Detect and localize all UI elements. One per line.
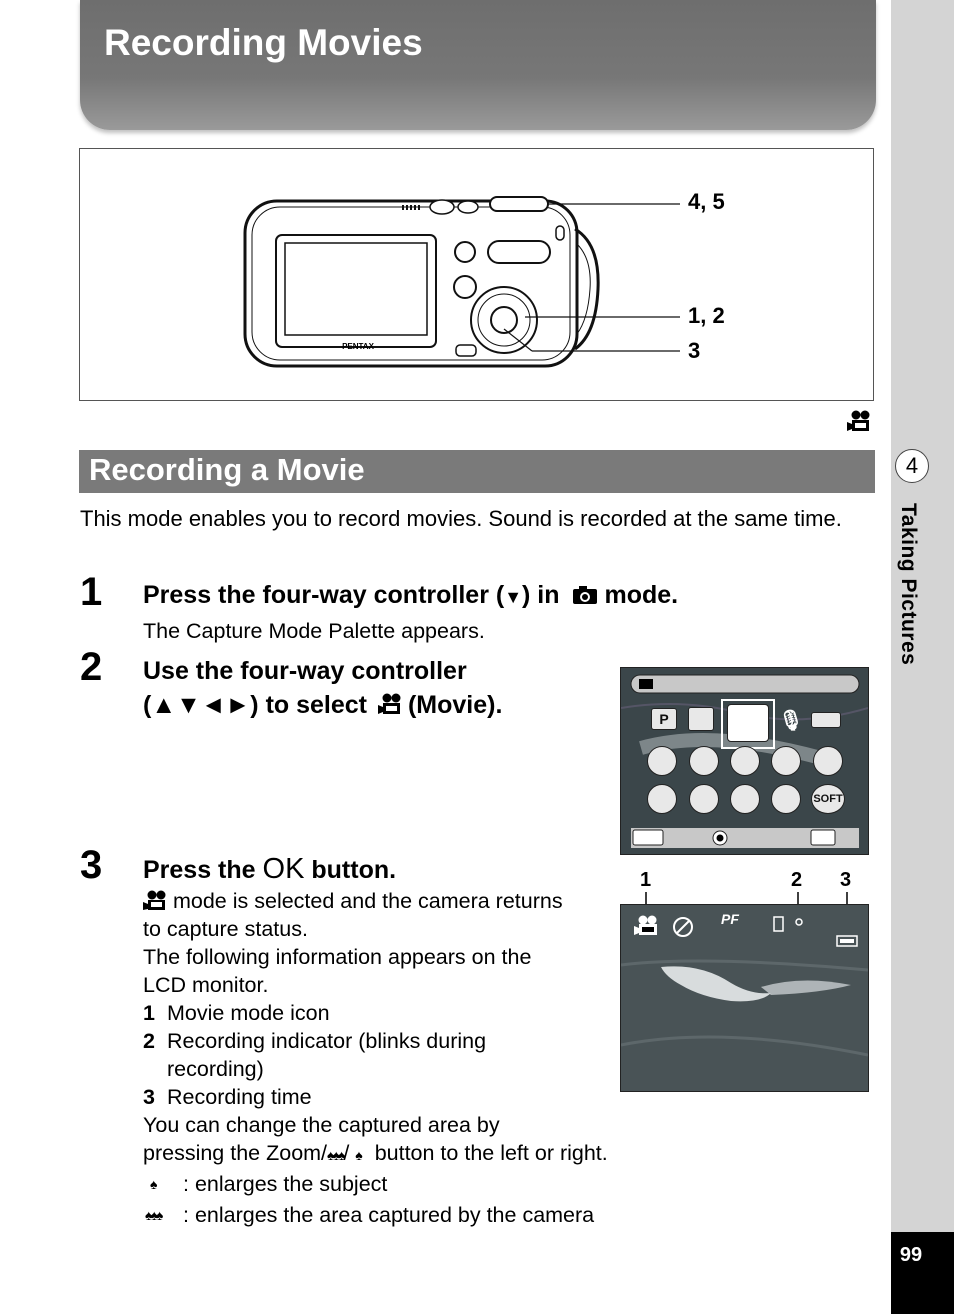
item-3-text: Recording time	[167, 1085, 312, 1109]
camera-mode-icon	[573, 586, 598, 604]
movie-capture-screen: PF	[620, 904, 869, 1092]
camera-brand: PENTAX	[342, 342, 375, 351]
program-mode-icon[interactable]: P	[651, 708, 677, 730]
sport-icon[interactable]	[647, 784, 677, 814]
camera-diagram: PENTAX 4, 5 1, 2 3	[79, 148, 874, 401]
portrait-icon[interactable]	[730, 746, 760, 776]
title-banner: Recording Movies	[80, 0, 876, 130]
candlelight-icon[interactable]	[771, 784, 801, 814]
step-3-line-2: to capture status.	[143, 917, 308, 941]
chapter-number: 4	[895, 449, 929, 483]
voice-recording-icon[interactable]: 🎙	[778, 710, 804, 732]
pixel-tracking-icon: PF	[721, 911, 739, 927]
chapter-label: Taking Pictures	[897, 503, 920, 666]
landscape-icon[interactable]	[647, 746, 677, 776]
dolphin-photo	[621, 905, 868, 1091]
step-3-line-1: mode is selected and the camera returns	[143, 887, 563, 915]
item-2-text-cont: recording)	[167, 1057, 264, 1081]
tele-symbol-icon: ♠	[150, 1176, 158, 1192]
movie-icon	[377, 693, 401, 714]
zoom-line-2: pressing the Zoom/♠♠♠/ ♠ button to the l…	[143, 1141, 608, 1165]
step-1-title: Press the four-way controller (▼) in mod…	[143, 581, 679, 609]
item-1-number: 1	[143, 1001, 155, 1025]
four-way-arrows: (▲▼◄►) to select	[143, 691, 367, 719]
ok-icon: OK	[262, 853, 305, 885]
page-number: 99	[899, 1244, 923, 1266]
capture-mode-palette-screen: P 🎙 SOFT	[620, 667, 869, 855]
step-2-title-line2: (▲▼◄►) to select (Movie).	[143, 691, 503, 719]
kids-icon[interactable]	[689, 784, 719, 814]
item-3-number: 3	[143, 1085, 155, 1109]
movie-mode-palette-icon[interactable]	[727, 704, 769, 742]
flower-icon[interactable]	[689, 746, 719, 776]
page-number-box: 99	[891, 1232, 954, 1314]
item-2-number: 2	[143, 1029, 155, 1053]
step-2-number: 2	[80, 645, 103, 689]
step-3-title: Press the OK button.	[143, 853, 397, 885]
screen-label-2: 2	[791, 869, 803, 891]
pet-icon[interactable]	[730, 784, 760, 814]
step-3-line-4: LCD monitor.	[143, 973, 269, 997]
step-3-line-3: The following information appears on the	[143, 945, 532, 969]
item-1-text: Movie mode icon	[167, 1001, 330, 1025]
wide-symbol-icon: ♠♠♠	[145, 1207, 163, 1223]
snow-icon[interactable]	[813, 746, 843, 776]
step-1-number: 1	[80, 570, 103, 614]
chapter-sidebar	[891, 0, 954, 1314]
panorama-icon[interactable]	[811, 712, 841, 728]
screen-label-3: 3	[840, 869, 852, 891]
item-2-text: Recording indicator (blinks during	[167, 1029, 487, 1053]
night-scene-icon[interactable]	[688, 707, 714, 731]
section-title: Recording a Movie	[89, 452, 365, 487]
step-3-number: 3	[80, 843, 103, 887]
down-arrow-icon: ▼	[504, 587, 523, 607]
tele-icon: ♠	[355, 1147, 363, 1163]
page-title: Recording Movies	[104, 22, 423, 63]
movie-mode-icon	[847, 410, 870, 431]
section-heading: Recording a Movie	[79, 450, 875, 493]
step-2-title-line1: Use the four-way controller	[143, 657, 467, 685]
wide-icon: ♠♠♠	[327, 1147, 345, 1163]
callout-1-2: 1, 2	[688, 303, 725, 328]
screen-label-1: 1	[640, 869, 652, 891]
zoom-line-1: You can change the captured area by	[143, 1113, 500, 1137]
soft-icon[interactable]: SOFT	[811, 784, 845, 814]
callout-3: 3	[688, 338, 701, 363]
camera-back-illustration: PENTAX	[243, 196, 680, 368]
intro-text: This mode enables you to record movies. …	[80, 506, 842, 531]
tele-description: : enlarges the subject	[183, 1172, 388, 1196]
callout-4-5: 4, 5	[688, 189, 725, 214]
step-1-body: The Capture Mode Palette appears.	[143, 619, 485, 643]
movie-icon	[143, 890, 166, 910]
wide-description: : enlarges the area captured by the came…	[183, 1203, 595, 1227]
surf-icon[interactable]	[771, 746, 801, 776]
